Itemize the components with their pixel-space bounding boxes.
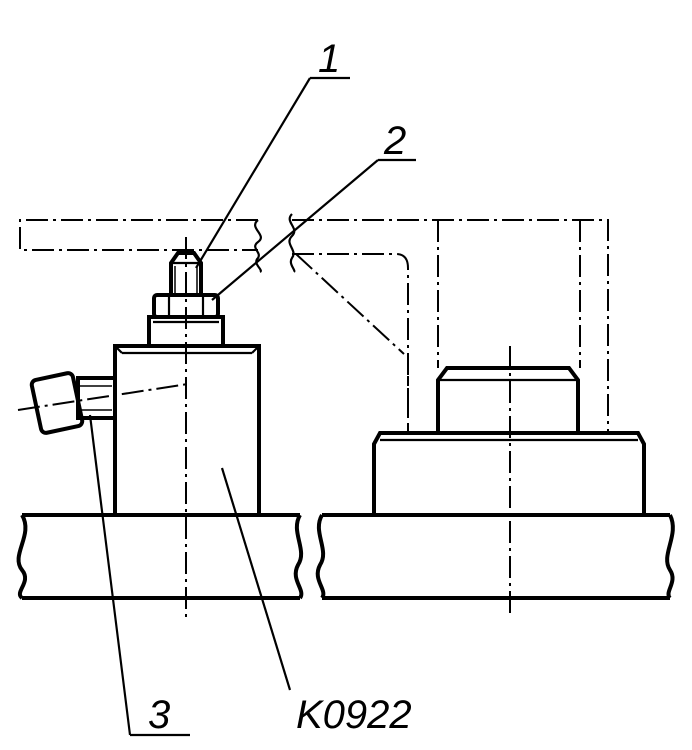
clamp-arm-phantom	[19, 213, 609, 433]
callout-2-label: 2	[383, 119, 406, 163]
callout-1-label: 1	[318, 37, 340, 81]
callout-3-label: 3	[148, 693, 170, 737]
machine-table-right	[315, 513, 675, 600]
side-screw	[29, 371, 115, 435]
centerline-screw	[17, 383, 189, 411]
part-number-label: K0922	[296, 693, 412, 737]
leader-lines	[88, 76, 416, 737]
